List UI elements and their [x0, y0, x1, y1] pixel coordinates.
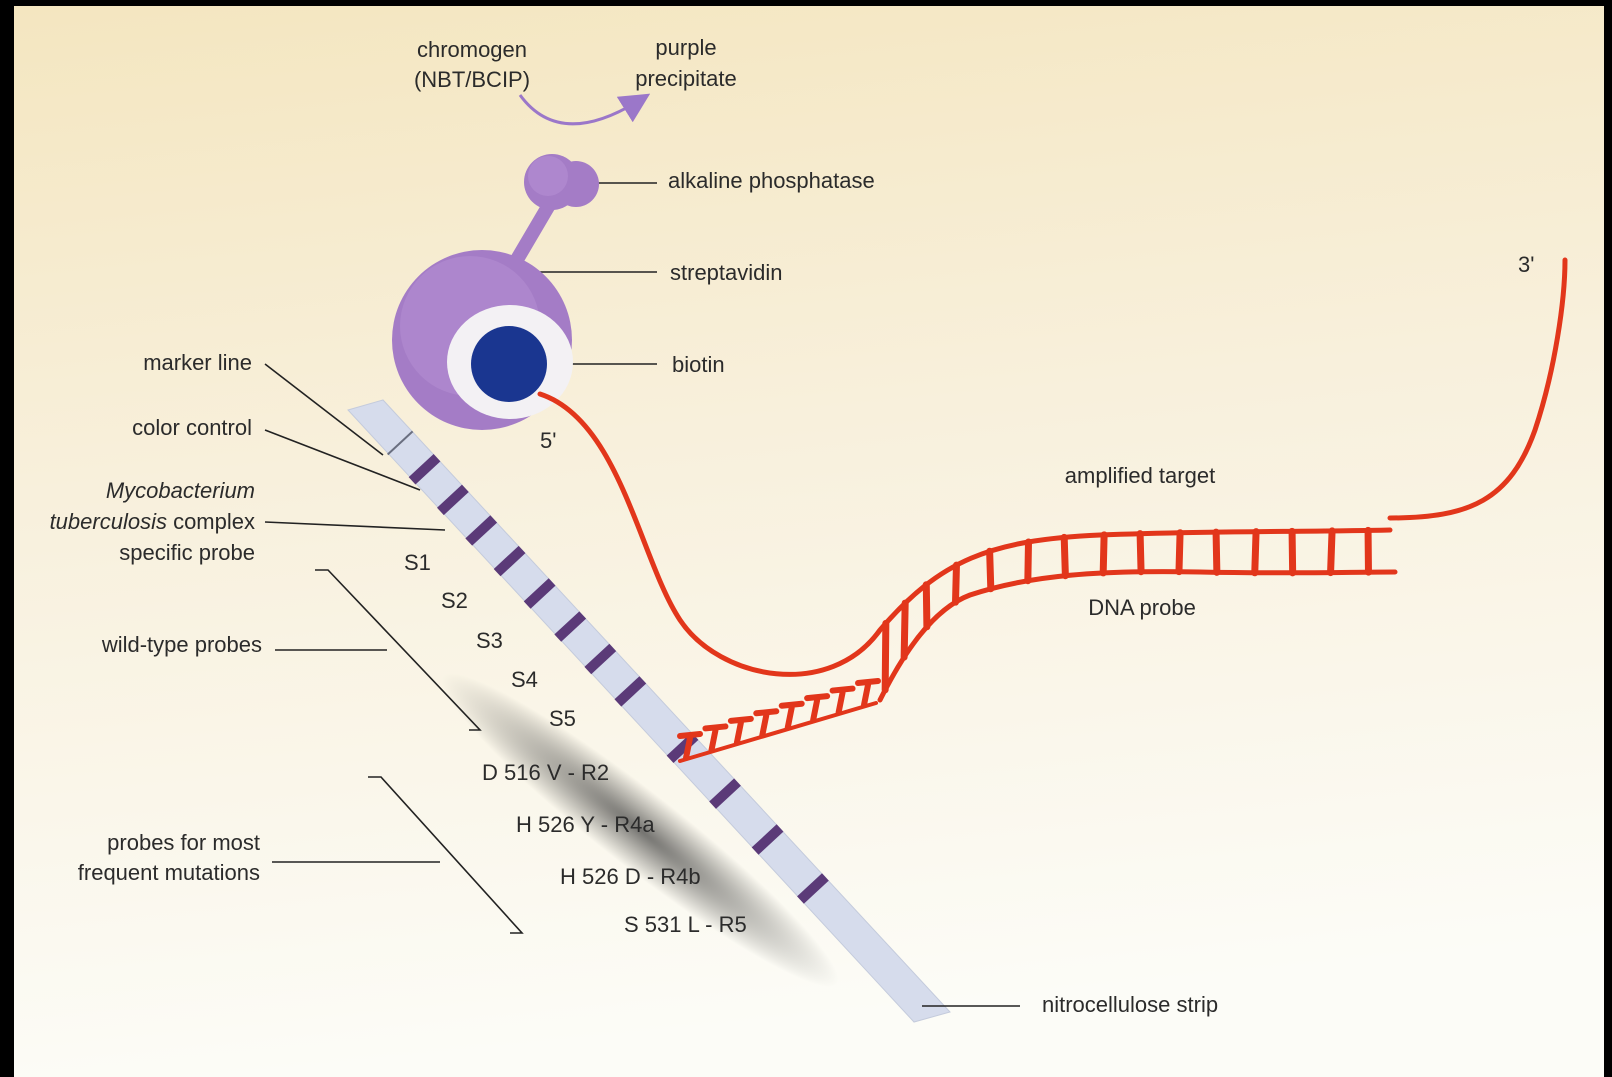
t-base-cap: [782, 704, 802, 706]
t-base-cap: [756, 711, 776, 713]
t-base: [711, 730, 715, 750]
t-base-cap: [680, 734, 700, 736]
t-base: [737, 723, 741, 743]
wild-type-probe-s4: S4: [511, 667, 538, 692]
dna-rung: [1103, 535, 1104, 573]
precipitate-label-line2: precipitate: [635, 66, 737, 91]
t-base: [686, 738, 690, 758]
wild-type-probe-s2: S2: [441, 588, 468, 613]
t-base: [788, 708, 792, 728]
mutation-probe-r5: S 531 L - R5: [624, 912, 747, 937]
mtb-probe-label-line2: tuberculosis complex: [50, 509, 255, 534]
biotin-shape: [471, 326, 547, 402]
dna-rung: [1216, 532, 1217, 572]
streptavidin-label: streptavidin: [670, 260, 783, 285]
mutation-probe-r4b: H 526 D - R4b: [560, 864, 701, 889]
amplified-target-label: amplified target: [1065, 463, 1215, 488]
chromogen-label-line1: chromogen: [417, 37, 527, 62]
five-prime-label: 5': [540, 428, 556, 453]
mtb-probe-italic-part: tuberculosis: [50, 509, 167, 534]
mtb-probe-label-line1: Mycobacterium: [106, 478, 255, 503]
dna-rung: [1255, 532, 1256, 573]
dna-probe-label: DNA probe: [1088, 595, 1196, 620]
chromogen-label-line2: (NBT/BCIP): [414, 67, 530, 92]
precipitate-label-line1: purple: [655, 35, 716, 60]
t-base-cap: [833, 689, 853, 691]
dna-rung: [1331, 531, 1332, 573]
dna-rung: [956, 565, 957, 602]
t-base-cap: [731, 719, 751, 721]
mutation-probe-r4a: H 526 Y - R4a: [516, 812, 655, 837]
dna-rung: [885, 623, 886, 690]
dna-rung: [904, 603, 905, 657]
dna-rung: [926, 585, 927, 627]
nitrocellulose-strip-label: nitrocellulose strip: [1042, 992, 1218, 1017]
marker-line-label: marker line: [143, 350, 252, 375]
mutation-probes-label-line1: probes for most: [107, 830, 260, 855]
alkaline-phosphatase-label: alkaline phosphatase: [668, 168, 875, 193]
t-base-cap: [705, 726, 725, 728]
wild-type-probe-s1: S1: [404, 550, 431, 575]
dna-rung: [1179, 533, 1180, 572]
mutation-probe-r2: D 516 V - R2: [482, 760, 609, 785]
wild-type-probe-s5: S5: [549, 706, 576, 731]
dna-rung: [1140, 534, 1141, 572]
t-base-cap: [807, 696, 827, 698]
dna-rung: [1028, 542, 1029, 581]
t-base: [813, 700, 817, 720]
t-base-cap: [858, 681, 878, 683]
mutation-probes-label-line2: frequent mutations: [78, 860, 260, 885]
mtb-probe-plain-part: complex: [167, 509, 255, 534]
biotin-label: biotin: [672, 352, 725, 377]
color-control-label: color control: [132, 415, 252, 440]
t-base: [864, 685, 868, 705]
wild-type-probe-s3: S3: [476, 628, 503, 653]
t-base: [762, 715, 766, 735]
three-prime-label: 3': [1518, 252, 1534, 277]
wild-type-probes-label: wild-type probes: [101, 632, 262, 657]
dna-rung: [990, 551, 991, 588]
mtb-probe-label-line3: specific probe: [119, 540, 255, 565]
dna-rung: [1292, 531, 1293, 573]
dna-rung: [1064, 537, 1065, 575]
t-base: [839, 693, 843, 713]
